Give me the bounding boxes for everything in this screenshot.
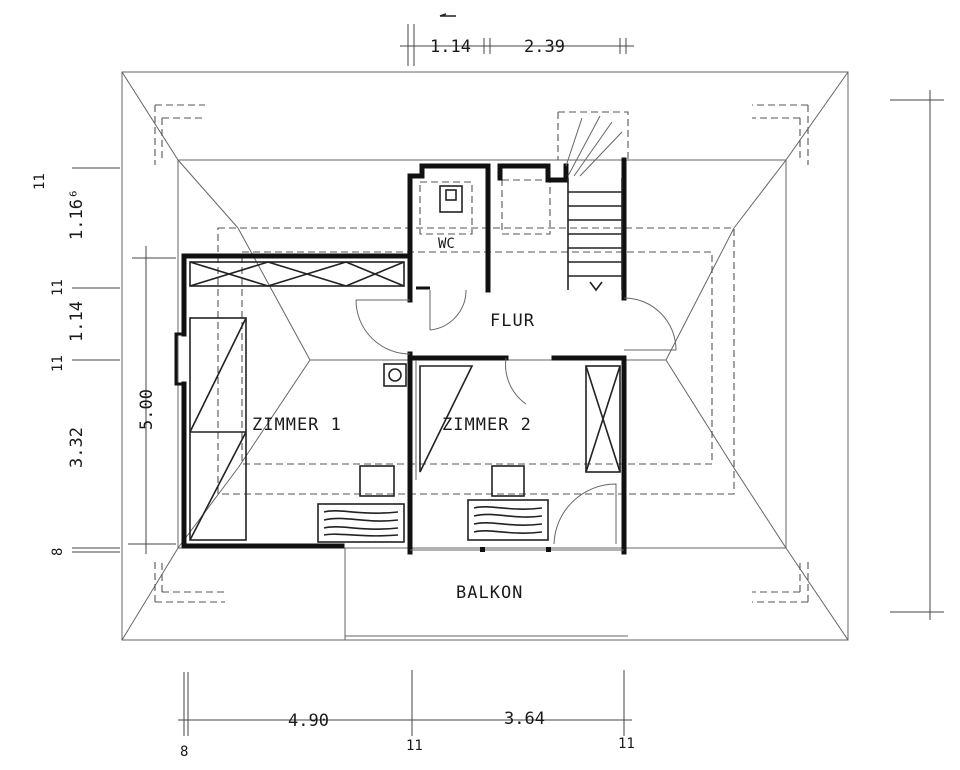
toilet-icon xyxy=(439,185,463,213)
dimension-top xyxy=(400,13,634,66)
staircase xyxy=(565,115,623,292)
dimension-bottom-2: 3.64 xyxy=(504,709,545,729)
dimension-bottom xyxy=(178,670,632,736)
dimension-top-2: 2.39 xyxy=(524,37,565,57)
dimension-left-1: 11 xyxy=(32,173,48,190)
room-label-zimmer-2: ZIMMER 2 xyxy=(442,415,532,435)
dimension-left-6: 3.32 xyxy=(67,427,87,468)
dashed-outlines xyxy=(154,104,809,603)
chimney-icon xyxy=(383,363,407,387)
room-label-flur: FLUR xyxy=(490,311,535,331)
dimension-top-1: 1.14 xyxy=(430,37,471,57)
dimension-right xyxy=(890,90,944,620)
dimension-bottom-marker-3: 11 xyxy=(618,736,635,752)
walls xyxy=(174,157,627,555)
dimension-bottom-marker-1: 8 xyxy=(180,744,188,760)
dimension-left-5: 11 xyxy=(50,355,66,372)
bed xyxy=(467,465,549,541)
dimension-left-2: 1.16⁶ xyxy=(67,189,87,240)
door-swings xyxy=(355,289,677,545)
dimension-left-4: 1.14 xyxy=(67,301,87,342)
room-label-balkon: BALKON xyxy=(456,583,523,603)
dimension-left-inner-label: 5.00 xyxy=(137,389,157,430)
dimension-left-3: 11 xyxy=(50,279,66,296)
room-label-zimmer-1: ZIMMER 1 xyxy=(252,415,342,435)
dimension-left-7: 8 xyxy=(50,548,66,556)
room-label-wc: WC xyxy=(438,236,455,252)
dimension-bottom-marker-2: 11 xyxy=(406,738,423,754)
wardrobe xyxy=(189,261,405,287)
bed xyxy=(317,465,405,543)
balcony-railing xyxy=(410,547,624,552)
dimension-bottom-1: 4.90 xyxy=(288,711,329,731)
wardrobe xyxy=(419,365,621,473)
dimension-left-inner xyxy=(128,246,176,554)
dimension-left-outer xyxy=(72,167,120,553)
wardrobe xyxy=(189,317,247,541)
